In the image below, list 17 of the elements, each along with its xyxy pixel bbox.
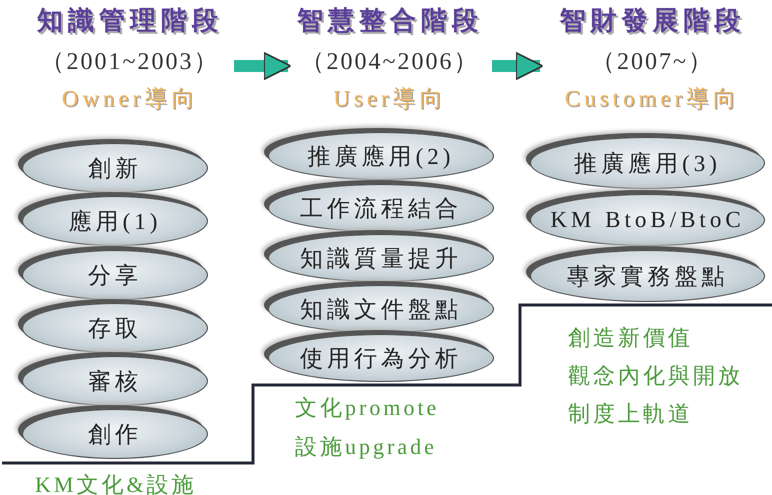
note-text: 制度上軌道 — [568, 400, 693, 428]
note-text: 設施upgrade — [295, 433, 437, 461]
block-arrow — [492, 52, 544, 80]
orientation-label: User導向 — [333, 85, 447, 113]
year-range: （2007~） — [591, 48, 714, 77]
stage-title: 智財發展階段 — [560, 5, 746, 37]
note-text: 觀念內化與開放 — [568, 362, 743, 390]
year-range: （2001~2003） — [40, 48, 220, 77]
stage-title: 智慧整合階段 — [297, 5, 483, 37]
year-range: （2004~2006） — [300, 48, 480, 77]
block-arrow — [234, 52, 292, 80]
stage-title: 知識管理階段 — [37, 5, 223, 37]
note-text: 文化promote — [295, 394, 440, 422]
orientation-label: Customer導向 — [564, 85, 740, 113]
note-text: 創造新價值 — [568, 324, 693, 352]
note-text: KM文化&設施 — [35, 471, 197, 495]
orientation-label: Owner導向 — [62, 85, 198, 113]
